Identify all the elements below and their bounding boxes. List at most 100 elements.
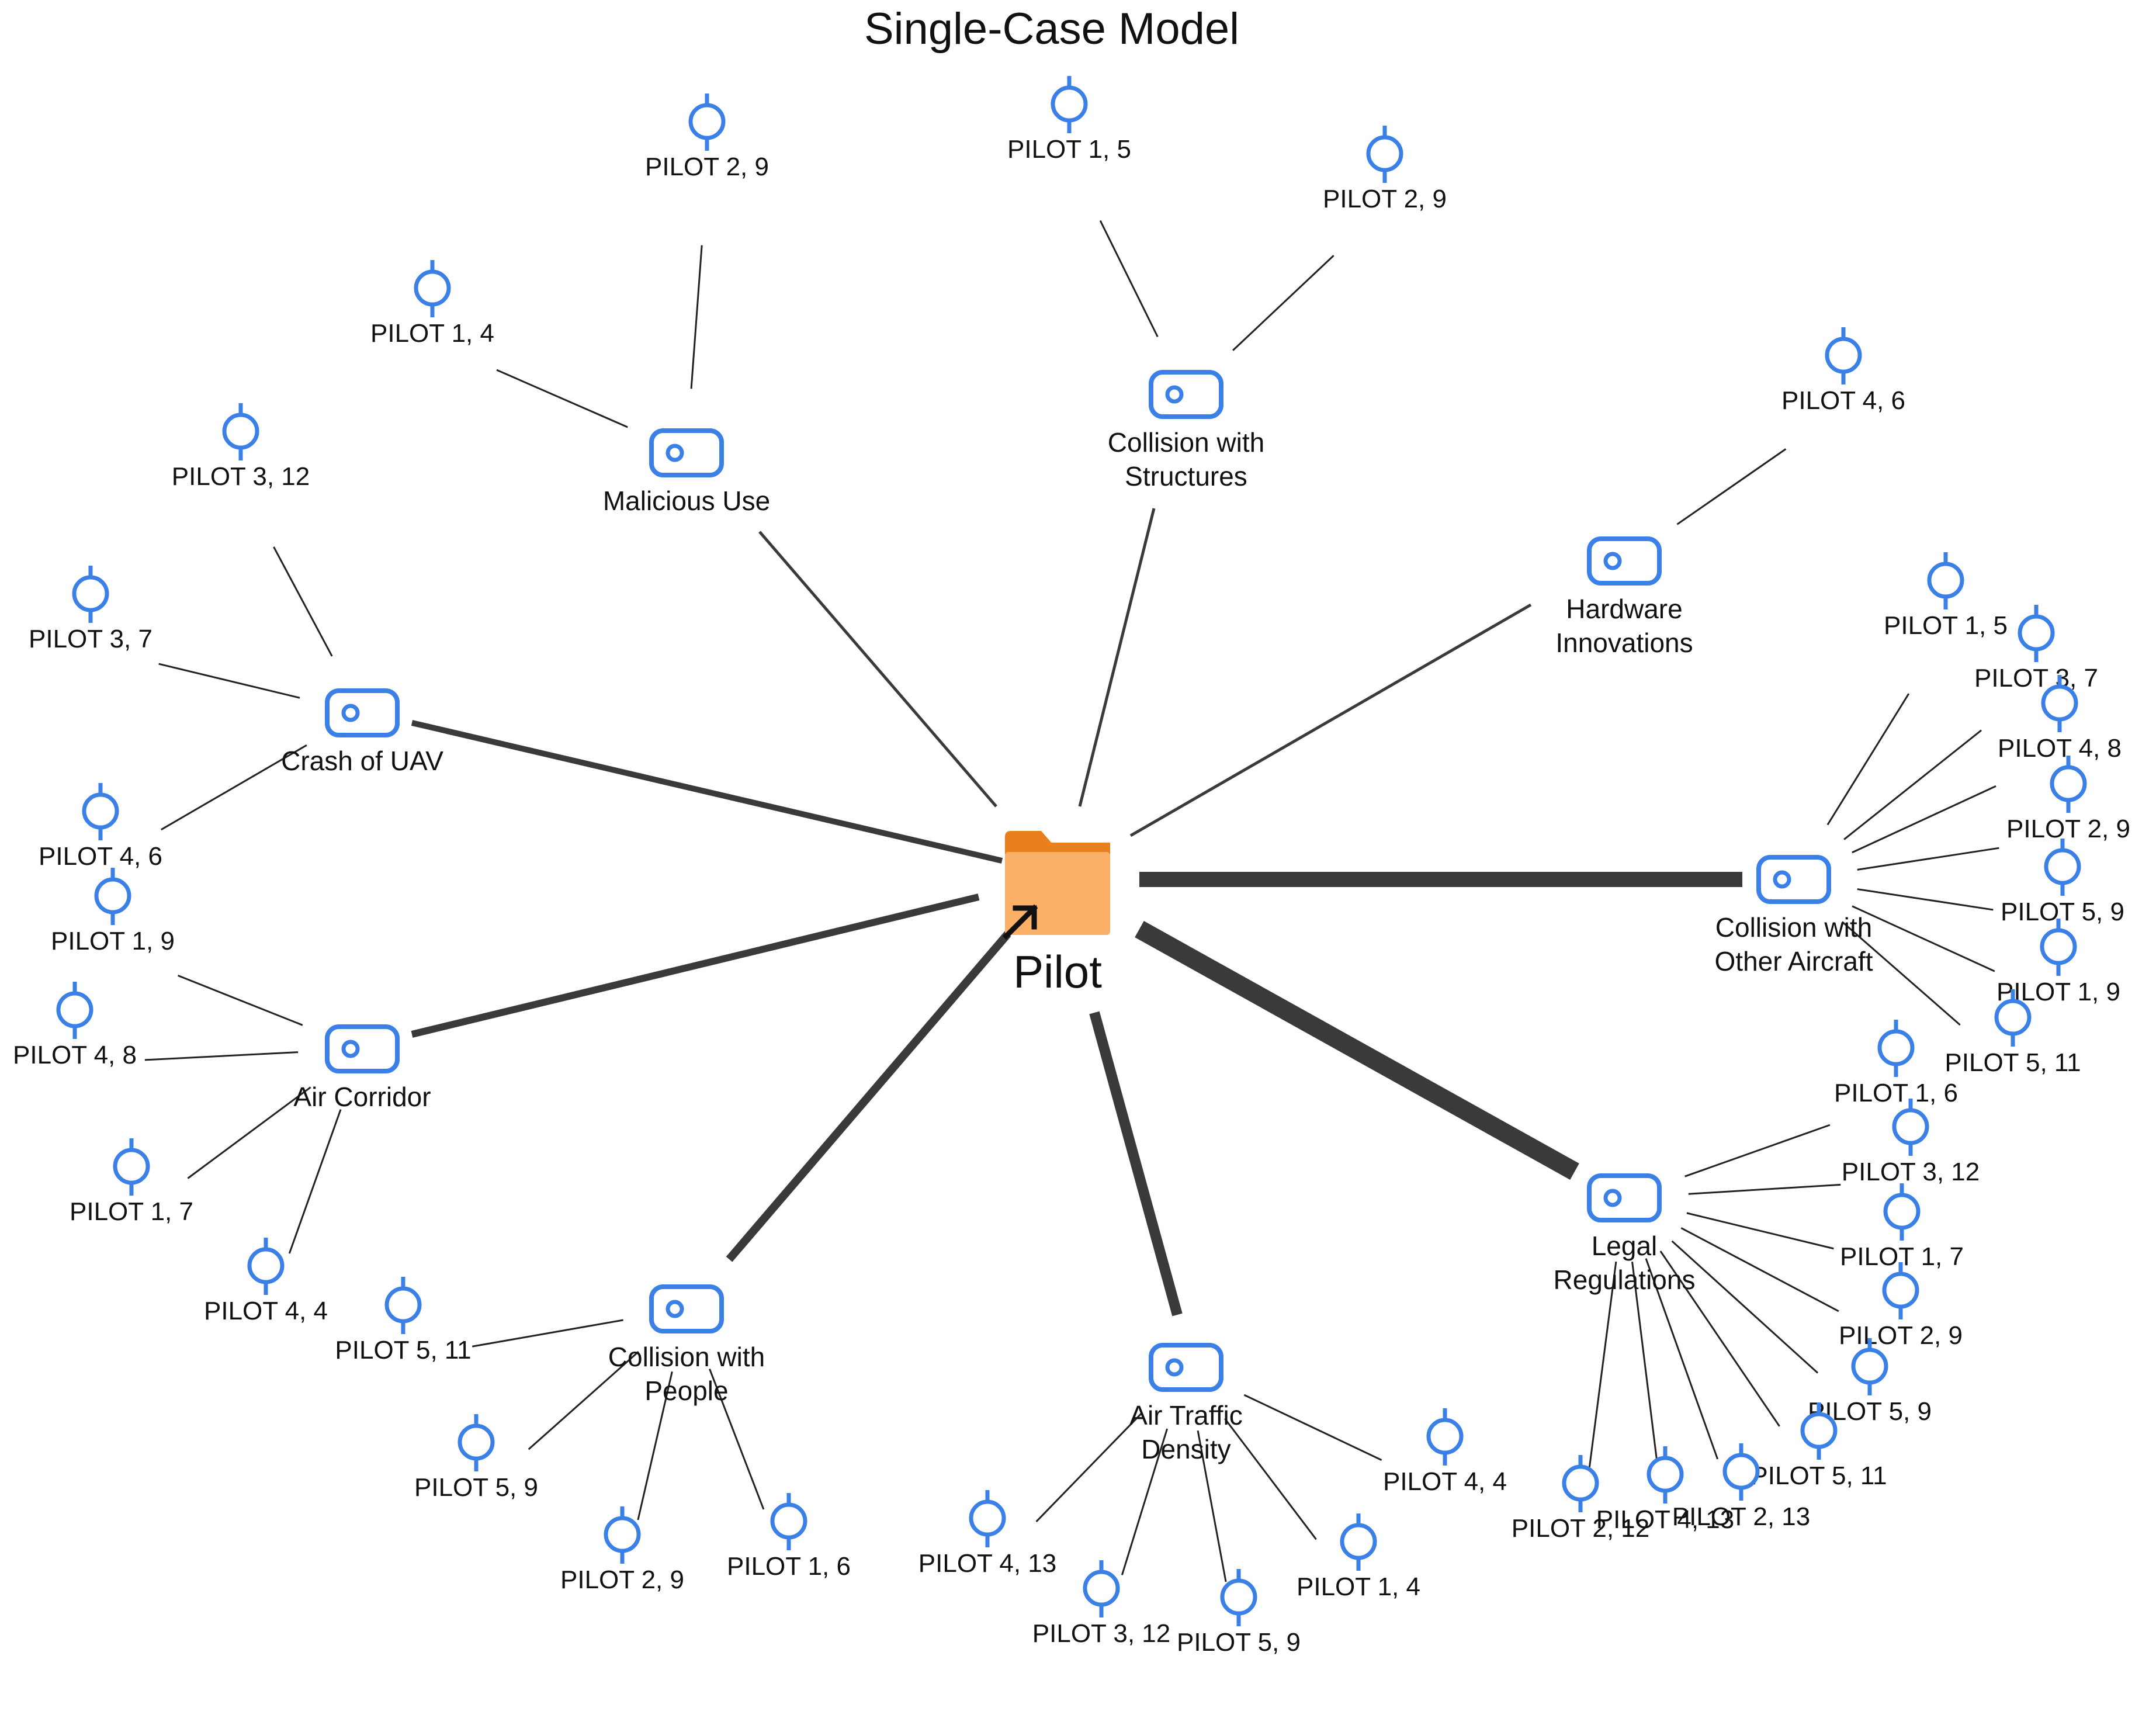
case-reference-icon <box>1883 1183 1921 1241</box>
case-reference-icon <box>1882 1262 1919 1319</box>
reference-edge <box>1857 847 1999 871</box>
reference-node: PILOT 3, 12 <box>1842 1099 1980 1186</box>
reference-edge <box>1035 1412 1142 1522</box>
reference-node: PILOT 1, 5 <box>1007 76 1131 164</box>
code-node-icon <box>1149 370 1223 419</box>
node-label: Air Traffic <box>1129 1400 1242 1430</box>
case-reference-icon <box>222 403 259 460</box>
edge-crash-of-uav-to-pilot <box>411 720 1003 864</box>
reference-node: PILOT 3, 7 <box>1974 605 2098 692</box>
node-label: Regulations <box>1554 1265 1696 1295</box>
case-reference-icon <box>1426 1408 1464 1466</box>
case-reference-icon <box>1927 552 1964 609</box>
center-node-pilot: Pilot <box>1002 831 1110 997</box>
reference-node: PILOT 5, 9 <box>1177 1569 1301 1657</box>
reference-node: PILOT 2, 9 <box>560 1506 684 1594</box>
reference-node: PILOT 5, 11 <box>1944 989 2081 1077</box>
reference-label: PILOT 4, 4 <box>204 1297 328 1325</box>
code-node-malicious-use: Malicious Use <box>603 428 770 516</box>
reference-edge <box>1099 220 1159 338</box>
reference-node: PILOT 3, 12 <box>1032 1560 1170 1648</box>
reference-node: PILOT 4, 4 <box>204 1238 328 1325</box>
reference-node: PILOT 2, 9 <box>1839 1262 1963 1350</box>
reference-node: PILOT 1, 4 <box>370 260 494 348</box>
node-label: People <box>644 1376 728 1406</box>
reference-edge <box>1688 1183 1841 1195</box>
reference-edge <box>273 546 333 657</box>
case-reference-icon <box>1220 1569 1257 1626</box>
reference-label: PILOT 1, 4 <box>1297 1572 1420 1601</box>
reference-label: PILOT 4, 13 <box>1596 1505 1734 1534</box>
edge-collision-people-to-pilot <box>726 931 1011 1262</box>
reference-node: PILOT 4, 6 <box>1781 327 1905 415</box>
reference-label: PILOT 2, 9 <box>2006 815 2130 843</box>
reference-label: PILOT 5, 9 <box>1177 1628 1301 1657</box>
reference-label: PILOT 1, 5 <box>1007 135 1131 164</box>
reference-label: PILOT 4, 8 <box>13 1041 137 1069</box>
case-reference-icon <box>770 1493 807 1550</box>
case-reference-icon <box>2018 605 2055 662</box>
case-reference-icon <box>604 1506 641 1564</box>
reference-label: PILOT 1, 5 <box>1884 611 2008 640</box>
case-reference-icon <box>1366 126 1403 183</box>
case-reference-icon <box>414 260 451 317</box>
reference-edge <box>1857 888 1994 911</box>
reference-edge <box>1686 1212 1834 1250</box>
case-reference-icon <box>72 566 109 623</box>
reference-label: PILOT 2, 9 <box>1839 1321 1963 1350</box>
node-label: Malicious Use <box>603 486 770 516</box>
reference-edge <box>1680 1227 1839 1312</box>
code-node-icon <box>1587 1173 1662 1222</box>
reference-edge <box>1852 905 1995 972</box>
center-label: Pilot <box>1013 946 1102 997</box>
case-reference-icon <box>1825 327 1862 385</box>
edge-air-traffic-density-to-pilot <box>1089 1011 1183 1317</box>
case-reference-icon <box>82 783 119 840</box>
case-reference-icon <box>94 868 131 925</box>
reference-node: PILOT 4, 6 <box>39 783 162 871</box>
node-label: Legal <box>1592 1231 1658 1261</box>
reference-label: PILOT 3, 7 <box>29 625 152 653</box>
reference-node: PILOT 2, 13 <box>1672 1443 1810 1531</box>
code-node-icon <box>649 428 724 477</box>
reference-edge <box>1224 1418 1317 1540</box>
case-reference-icon <box>1647 1446 1684 1504</box>
case-reference-icon <box>56 982 93 1039</box>
case-reference-icon <box>688 93 726 151</box>
case-reference-icon <box>2044 839 2081 896</box>
reference-node: PILOT 4, 13 <box>918 1490 1056 1578</box>
reference-edge <box>1588 1261 1617 1468</box>
reference-node: PILOT 5, 9 <box>414 1414 538 1502</box>
node-label: Other Aircraft <box>1715 946 1873 976</box>
reference-edge <box>1243 1394 1382 1461</box>
reference-edge <box>1645 1258 1719 1460</box>
reference-label: PILOT 5, 9 <box>2001 898 2124 926</box>
node-label: Density <box>1141 1434 1230 1464</box>
reference-label: PILOT 5, 9 <box>414 1473 538 1502</box>
reference-edge <box>1197 1430 1227 1582</box>
reference-edge <box>1826 693 1910 826</box>
edge-layer <box>144 220 1999 1582</box>
case-reference-icon <box>1851 1338 1888 1395</box>
reference-label: PILOT 3, 12 <box>1842 1158 1980 1186</box>
reference-edge <box>1121 1428 1169 1575</box>
reference-label: PILOT 5, 11 <box>335 1336 471 1364</box>
reference-node: PILOT 5, 11 <box>1751 1402 1887 1490</box>
reference-edge <box>187 1086 311 1179</box>
case-reference-icon <box>247 1238 285 1295</box>
case-reference-icon <box>1877 1020 1915 1077</box>
case-reference-icon <box>457 1414 495 1471</box>
reference-edge <box>1631 1261 1658 1459</box>
node-label: Crash of UAV <box>281 746 443 776</box>
case-reference-icon <box>2050 756 2087 813</box>
case-reference-icon <box>1340 1513 1377 1571</box>
reference-node: PILOT 1, 7 <box>70 1138 193 1226</box>
node-label: Collision with <box>1715 912 1872 943</box>
reference-label: PILOT 3, 12 <box>1032 1619 1170 1648</box>
code-node-icon <box>1756 855 1831 904</box>
case-reference-icon <box>2041 675 2078 732</box>
